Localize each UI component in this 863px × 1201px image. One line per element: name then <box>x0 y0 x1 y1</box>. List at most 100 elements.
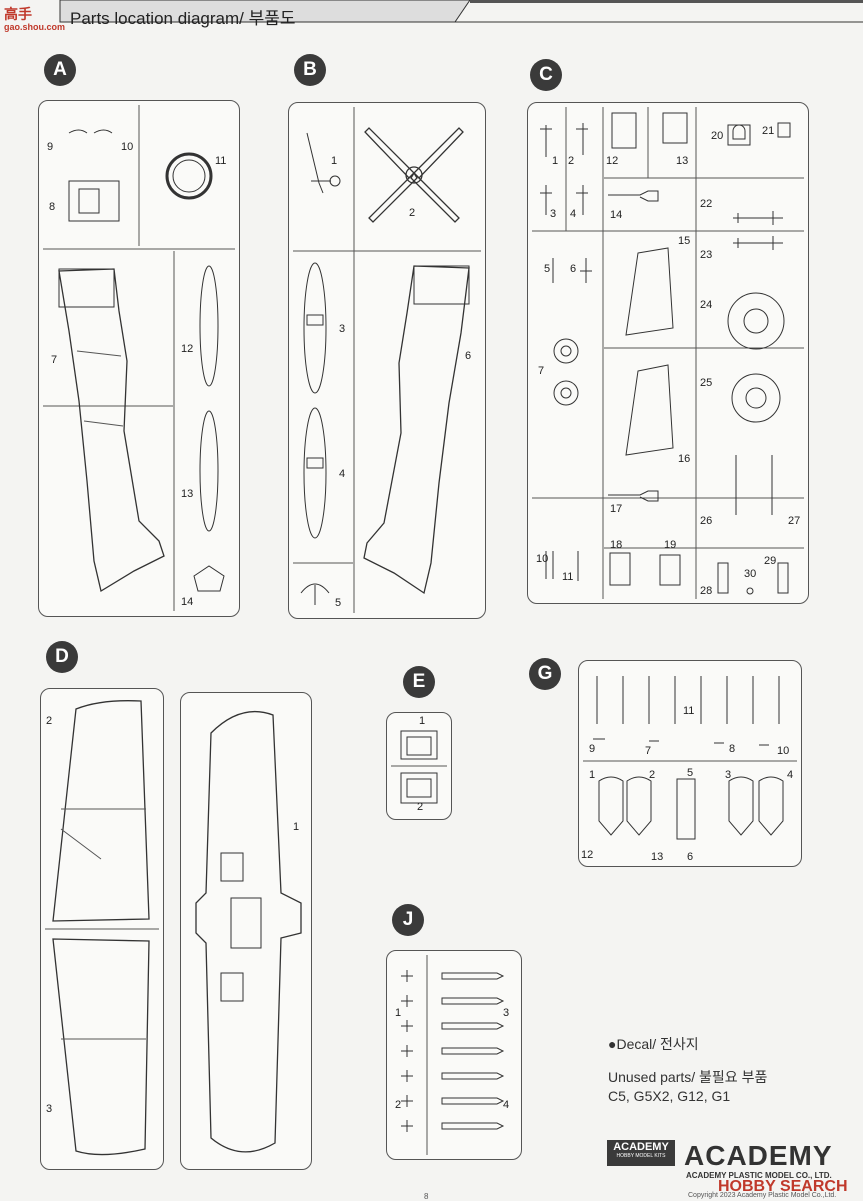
page-number: 8 <box>424 1192 429 1201</box>
part-label: 10 <box>121 141 134 153</box>
part-label: 7 <box>538 365 545 377</box>
sprue-j-badge: J <box>392 904 424 936</box>
sprue-c-frame: 1 2 12 13 20 21 3 4 14 22 23 5 6 15 24 7… <box>527 102 809 604</box>
part-label: 1 <box>552 155 559 167</box>
header-band <box>59 0 863 23</box>
part-label: 4 <box>787 769 794 781</box>
sprue-b-badge: B <box>294 54 326 86</box>
part-label: 8 <box>729 743 736 755</box>
part-label: 4 <box>339 468 346 480</box>
part-label: 5 <box>335 597 342 609</box>
part-label: 4 <box>570 208 577 220</box>
part-label: 12 <box>606 155 619 167</box>
part-label: 21 <box>762 125 775 137</box>
part-label: 17 <box>610 503 623 515</box>
sprue-g-drawing <box>583 676 797 840</box>
sprue-a-frame: 9 10 11 8 7 12 13 14 <box>38 100 240 617</box>
hobby-search-watermark: HOBBY SEARCH <box>718 1178 848 1195</box>
part-label: 18 <box>610 539 623 551</box>
unused-parts-list: C5, G5X2, G12, G1 <box>608 1088 731 1104</box>
part-label: 2 <box>409 207 416 219</box>
sprue-j-frame: 1 3 2 4 <box>386 950 522 1160</box>
sprue-e-frame: 1 2 <box>386 712 452 820</box>
part-label: 1 <box>293 821 300 833</box>
part-label: 9 <box>47 141 54 153</box>
sprue-d-right-frame: 1 <box>180 692 312 1170</box>
sprue-e-badge: E <box>403 666 435 698</box>
sprue-g-frame: 11 9 7 8 10 1 2 5 3 4 12 13 6 <box>578 660 802 867</box>
part-label: 2 <box>568 155 575 167</box>
decal-label: ●Decal/ 전사지 <box>608 1036 699 1052</box>
sprue-c-badge: C <box>530 59 562 91</box>
sprue-a-badge: A <box>44 54 76 86</box>
sprue-d-right-drawing <box>195 711 302 1153</box>
part-label: 9 <box>589 743 596 755</box>
part-label: 13 <box>651 851 664 863</box>
part-label: 23 <box>700 249 713 261</box>
part-label: 22 <box>700 198 713 210</box>
part-label: 13 <box>181 488 194 500</box>
part-label: 2 <box>395 1099 402 1111</box>
part-label: 5 <box>687 767 694 779</box>
academy-company: ACADEMY PLASTIC MODEL CO., LTD. <box>686 1171 832 1180</box>
copyright: Copyright 2023 Academy Plastic Model Co.… <box>688 1192 837 1199</box>
sprue-g-badge: G <box>529 658 561 690</box>
part-label: 2 <box>649 769 656 781</box>
part-label: 3 <box>550 208 557 220</box>
sprue-d-left-frame: 2 3 <box>40 688 164 1170</box>
sprue-a-drawing <box>43 105 235 611</box>
part-label: 13 <box>676 155 689 167</box>
academy-box-logo: ACADEMY HOBBY MODEL KITS <box>607 1140 675 1166</box>
page-title: Parts location diagram/ 부품도 <box>70 9 296 28</box>
part-label: 4 <box>503 1099 510 1111</box>
unused-parts-title: Unused parts/ 불필요 부품 <box>608 1069 768 1085</box>
part-label: 1 <box>395 1007 402 1019</box>
part-label: 7 <box>51 354 58 366</box>
part-label: 24 <box>700 299 713 311</box>
part-label: 16 <box>678 453 691 465</box>
part-label: 14 <box>181 596 194 608</box>
sprue-d-badge: D <box>46 641 78 673</box>
part-label: 7 <box>645 745 652 757</box>
part-label: 2 <box>417 801 424 813</box>
part-label: 1 <box>331 155 338 167</box>
sprue-d-left-drawing <box>45 700 159 1156</box>
part-label: 6 <box>570 263 577 275</box>
part-label: 29 <box>764 555 777 567</box>
sprue-j-drawing <box>401 955 505 1155</box>
part-label: 3 <box>339 323 346 335</box>
header-bar <box>0 0 863 26</box>
part-label: 15 <box>678 235 691 247</box>
part-label: 6 <box>465 350 472 362</box>
part-label: 10 <box>536 553 549 565</box>
part-label: 12 <box>181 343 194 355</box>
part-label: 1 <box>419 715 426 727</box>
part-label: 25 <box>700 377 713 389</box>
part-label: 14 <box>610 209 623 221</box>
brand-box-title: ACADEMY <box>613 1141 669 1153</box>
part-label: 27 <box>788 515 801 527</box>
part-label: 6 <box>687 851 694 863</box>
part-label: 10 <box>777 745 790 757</box>
part-label: 11 <box>683 705 695 717</box>
part-label: 2 <box>46 715 53 727</box>
part-label: 3 <box>46 1103 53 1115</box>
part-label: 11 <box>215 155 227 167</box>
part-label: 5 <box>544 263 551 275</box>
brand-box-sub: HOBBY MODEL KITS <box>616 1153 666 1159</box>
sprue-b-frame: 1 2 3 6 4 5 <box>288 102 486 619</box>
part-label: 8 <box>49 201 56 213</box>
part-label: 12 <box>581 849 594 861</box>
part-label: 3 <box>725 769 732 781</box>
part-label: 26 <box>700 515 713 527</box>
part-label: 28 <box>700 585 713 597</box>
watermark-logo: 高手 <box>4 6 32 22</box>
sprue-c-drawing <box>532 107 804 599</box>
part-label: 3 <box>503 1007 510 1019</box>
part-label: 11 <box>562 571 574 583</box>
part-label: 20 <box>711 130 724 142</box>
sprue-b-drawing <box>293 107 481 613</box>
sprue-e-drawing <box>391 730 447 804</box>
part-label: 1 <box>589 769 596 781</box>
academy-logo: ACADEMY <box>684 1140 833 1171</box>
